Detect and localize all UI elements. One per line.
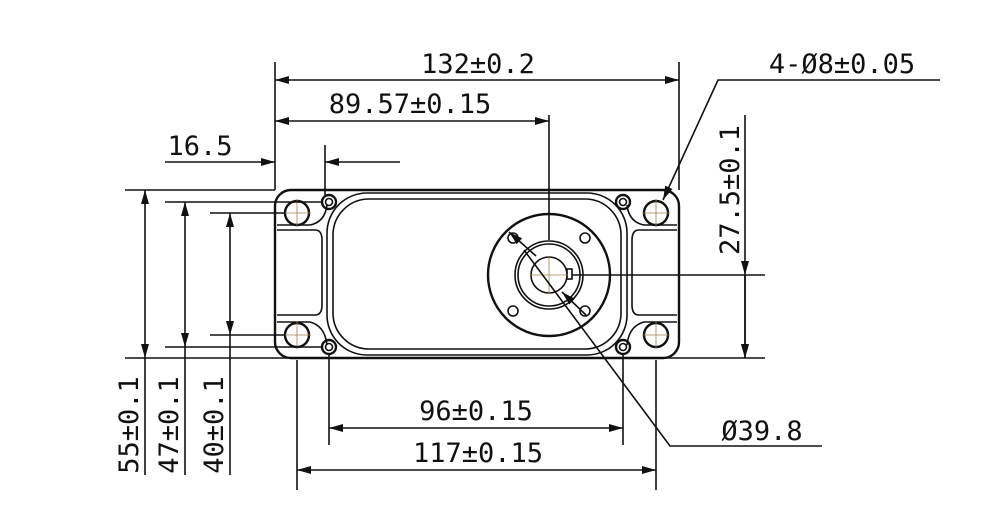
label-shaft-offset: 89.57±0.15 — [329, 89, 492, 120]
extension-lines — [125, 62, 765, 490]
label-overall-width: 55±0.1 — [114, 376, 145, 474]
label-screw-spacing-horizontal: 96±0.15 — [419, 396, 533, 427]
label-overall-length: 132±0.2 — [421, 49, 535, 80]
label-hole-spacing-vertical: 40±0.1 — [199, 376, 230, 474]
label-ear-width: 16.5 — [167, 131, 232, 162]
label-hole-spacing-horizontal: 117±0.15 — [413, 438, 543, 469]
servo-body — [273, 188, 681, 360]
screws — [320, 193, 632, 356]
label-shaft-height: 27.5±0.1 — [715, 125, 746, 255]
label-horn-diameter: Ø39.8 — [721, 416, 802, 447]
dimension-lines — [141, 76, 940, 475]
mounting-holes — [283, 199, 670, 349]
label-mounting-holes: 4-Ø8±0.05 — [769, 49, 915, 80]
label-screw-spacing-vertical: 47±0.1 — [154, 376, 185, 474]
